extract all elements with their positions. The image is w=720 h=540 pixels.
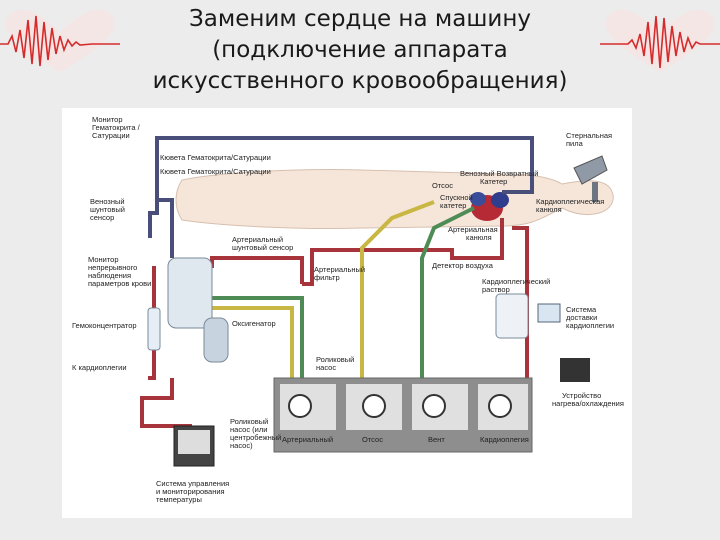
- label-venous-return-cath: Венозный Возвратный Катетер: [460, 169, 541, 186]
- pump-vent: [412, 384, 468, 430]
- pump-cardioplegia: [478, 384, 528, 430]
- label-venous-sensor: Венозный шунтовый сенсор: [90, 197, 127, 222]
- label-pump-sucker: Отсос: [362, 435, 383, 444]
- label-arterial-filter: Артериальный фильтр: [314, 265, 367, 282]
- temperature-screen: [178, 430, 210, 454]
- diagram-labels: Монитор Гематокрита / Сатурации Кювета Г…: [72, 115, 624, 504]
- label-pump-arterial: Артериальный: [282, 435, 333, 444]
- venous-reservoir: [167, 257, 229, 363]
- label-cuvette-1: Кювета Гематокрита/Сатурации: [160, 153, 271, 162]
- patient-body-icon: [175, 169, 614, 230]
- pump-sucker: [346, 384, 402, 430]
- hemoconcentrator: [147, 307, 161, 351]
- label-cardioplegic-cannula: Кардиоплегическая канюля: [536, 197, 606, 214]
- heat-cool-device: [560, 358, 590, 382]
- label-temp-system: Система управления и мониторирования тем…: [156, 479, 231, 504]
- heart-icon: [470, 192, 509, 221]
- cpb-diagram-svg: Монитор Гематокрита / Сатурации Кювета Г…: [72, 115, 624, 504]
- title-line-3: искусственного кровообращения): [152, 68, 568, 94]
- heart-ecg-right-icon: [600, 9, 720, 72]
- label-delivery-system: Система доставки кардиоплегии: [566, 305, 614, 330]
- label-sucker: Отсос: [432, 181, 453, 190]
- label-heat-cool: Устройство нагрева/охлаждения: [552, 391, 624, 408]
- label-sternal-saw: Стернальная пила: [566, 131, 614, 148]
- venous-line: [148, 136, 534, 258]
- label-hemoconcentrator: Гемоконцентратор: [72, 321, 137, 330]
- pump-arterial: [280, 384, 336, 430]
- label-roller-pump: Роликовый насос: [316, 355, 356, 372]
- label-cardioplegic-solution: Кардиоплегический раствор: [482, 277, 552, 294]
- heart-ecg-left-icon: [0, 9, 120, 72]
- label-monitor-params: Монитор непрерывного наблюдения параметр…: [88, 255, 151, 288]
- label-air-detector: Детектор воздуха: [432, 261, 494, 270]
- delivery-system-box: [537, 303, 561, 323]
- sternal-saw-icon: [573, 155, 608, 202]
- title-line-2: (подключение аппарата: [212, 37, 508, 63]
- label-pump-vent: Вент: [428, 435, 445, 444]
- label-roller-pump-centrifugal: Роликовый насос (или центробежный насос): [230, 417, 283, 450]
- label-oxygenator: Оксигенатор: [232, 319, 276, 328]
- label-arterial-shunt-sensor: Артериальный шунтовый сенсор: [232, 235, 293, 252]
- label-pump-cardioplegia: Кардиоплегия: [480, 435, 529, 444]
- label-monitor-hct: Монитор Гематокрита / Сатурации: [92, 115, 142, 140]
- slide-title: Заменим сердце на машину (подключение ап…: [100, 4, 620, 97]
- title-line-1: Заменим сердце на машину: [189, 6, 531, 32]
- cpb-diagram: Монитор Гематокрита / Сатурации Кювета Г…: [62, 108, 632, 518]
- label-arterial-cannula: Артериальная канюля: [448, 225, 500, 242]
- cardioplegia-bag: [495, 293, 529, 339]
- label-cuvette-2: Кювета Гематокрита/Сатурации: [160, 167, 271, 176]
- label-to-cardioplegia: К кардиоплегии: [72, 363, 127, 372]
- label-descend-catheter: Спускной катетер: [440, 193, 475, 210]
